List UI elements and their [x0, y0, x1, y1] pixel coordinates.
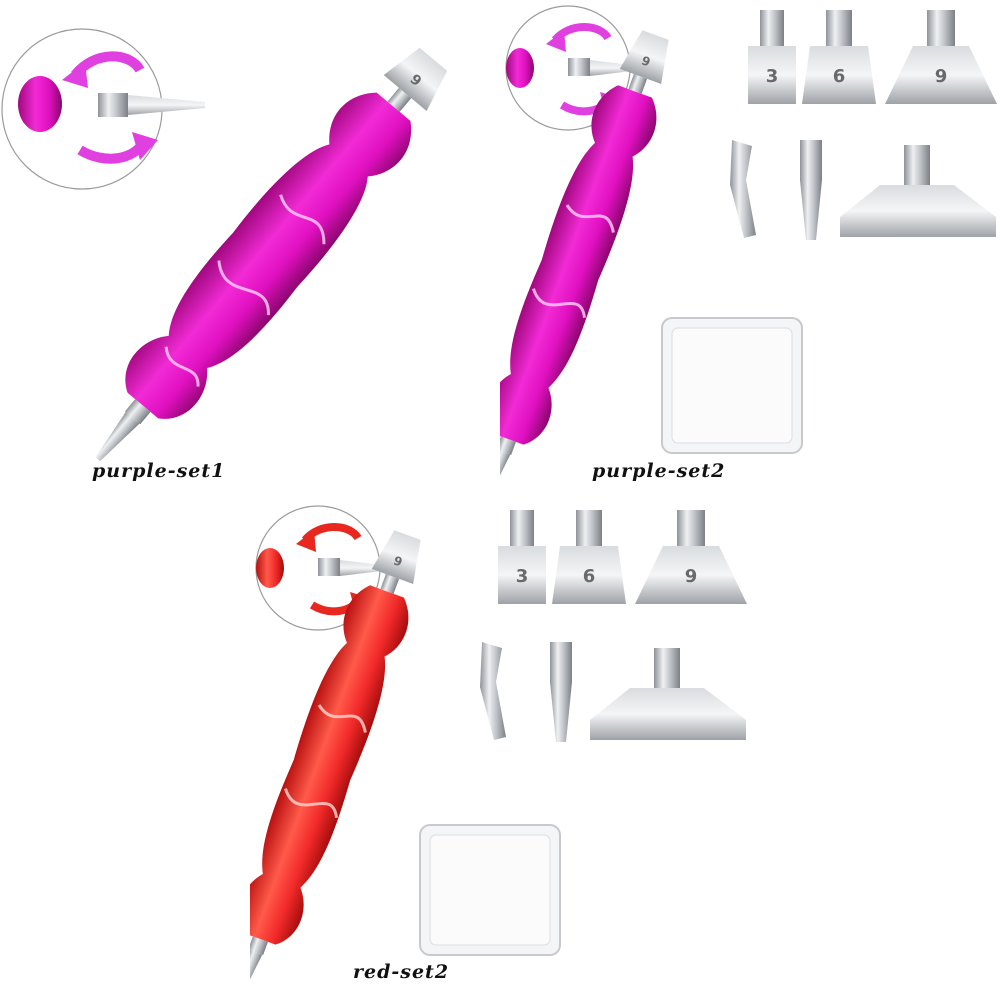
panel-red-set2: 9 3 6 9 r	[250, 500, 750, 1000]
tip-large: 9	[885, 10, 997, 104]
svg-text:3: 3	[766, 66, 779, 87]
pen-ferrule-bottom	[124, 399, 151, 425]
tip-small: 3	[748, 10, 796, 104]
caption-purple-set1: purple-set1	[92, 460, 226, 482]
pen-point	[250, 949, 263, 997]
caption-red-set2: red-set2	[353, 961, 450, 983]
inset-tip	[128, 95, 205, 115]
panel-purple-set2: 9 3 6 9	[500, 0, 1000, 500]
pen-ferrule-top	[387, 87, 412, 112]
purple-pen: 9	[95, 47, 448, 462]
tip-straight	[550, 642, 572, 742]
tip-angled	[730, 140, 756, 238]
storage-box	[661, 317, 803, 454]
tip-wide	[590, 648, 746, 740]
tip-straight	[800, 140, 822, 240]
red-pen: 9	[250, 530, 421, 997]
pen-point	[500, 449, 511, 497]
pen-body	[250, 585, 409, 945]
pen-body	[125, 92, 412, 419]
svg-text:9: 9	[935, 66, 948, 87]
red-pen-set2-illustration: 9 3 6 9	[250, 505, 747, 997]
inset-pen-end	[18, 76, 62, 132]
purple-pen-set1-illustration: 9	[1, 28, 448, 462]
svg-text:6: 6	[583, 566, 596, 587]
tip-wide	[840, 145, 996, 237]
pen-tip-head	[383, 47, 448, 112]
purple-pen: 9	[500, 30, 669, 497]
tip-small: 3	[498, 510, 546, 604]
tip-large: 9	[635, 510, 747, 604]
tip-medium: 6	[802, 10, 876, 104]
panel-purple-set1: 9 purple-set1	[0, 0, 500, 500]
svg-text:9: 9	[685, 566, 698, 587]
storage-box	[419, 824, 561, 956]
purple-pen-set2-illustration: 9 3 6 9	[500, 5, 997, 497]
pen-tip-head	[371, 530, 421, 584]
svg-text:3: 3	[516, 566, 529, 587]
svg-text:6: 6	[833, 66, 846, 87]
inset-thread	[98, 93, 128, 117]
tip-medium: 6	[552, 510, 626, 604]
pen-tip-head	[619, 30, 669, 84]
caption-purple-set2: purple-set2	[592, 460, 726, 482]
tip-angled	[480, 642, 506, 740]
pen-point	[95, 412, 140, 462]
pen-body	[500, 85, 657, 445]
